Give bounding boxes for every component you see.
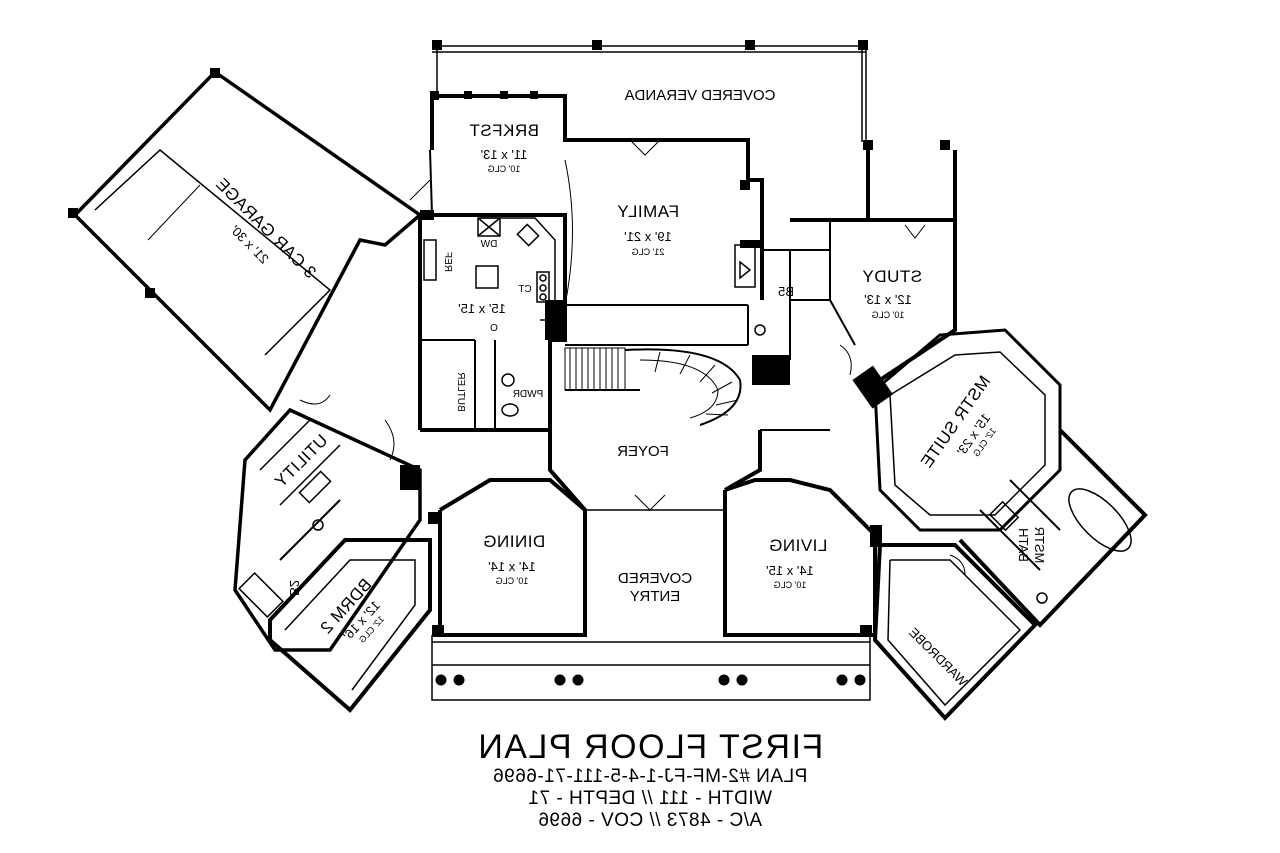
label-study-ceiling: 10' CLG — [872, 310, 905, 320]
label-family-size: 19' x 21' — [624, 229, 672, 244]
label-family: FAMILY — [617, 202, 679, 221]
porch-columns — [435, 674, 866, 686]
label-kitchen-size: 15' x 15' — [458, 301, 506, 316]
label-garage: 3 CAR GARAGE — [212, 174, 320, 282]
label-ref: REF — [442, 252, 453, 272]
label-dw: DW — [480, 239, 497, 250]
label-brkfst-ceiling: 10' CLG — [488, 164, 521, 174]
label-garage-group: 3 CAR GARAGE 21' x 30' — [212, 174, 320, 282]
label-living-size: 14' x 15' — [766, 563, 814, 578]
label-b5: B5 — [778, 284, 794, 299]
label-study-size: 12' x 13' — [864, 292, 912, 307]
label-wardrobe: WARDROBE — [906, 624, 971, 689]
label-mstr-bath-line2: BATH — [1016, 528, 1031, 562]
label-foyer: FOYER — [617, 443, 669, 460]
label-butler: BUTLER — [455, 372, 466, 411]
label-dining: DINING — [483, 532, 546, 551]
label-ct: CT — [518, 284, 531, 295]
label-mstr-suite-group: MSTR SUITE 15' x 23' 12' CLG — [917, 372, 998, 471]
label-study: STUDY — [862, 267, 922, 286]
stair — [564, 347, 742, 426]
label-entry-line1: COVERED — [618, 570, 692, 587]
label-brkfst-size: 11' x 13' — [481, 147, 528, 162]
label-utility: UTILITY — [271, 431, 332, 492]
plan-title: FIRST FLOOR PLAN — [476, 728, 824, 766]
label-dining-size: 14' x 14' — [488, 559, 536, 574]
label-mstr-bath-line1: MSTR — [1032, 527, 1047, 564]
label-brkfst: BRKFST — [469, 121, 539, 140]
plan-line-3: A/C - 4873 // COV - 6696 — [537, 810, 763, 831]
room-labels: COVERED VERANDA BRKFST 11' x 13' 10' CLG… — [212, 87, 1047, 689]
solid-wall-blocks — [68, 68, 893, 637]
label-b2: B2 — [287, 580, 302, 596]
label-mstr-bath-group: MSTR BATH — [1016, 527, 1047, 564]
interior-walls — [279, 149, 1061, 571]
veranda-outline — [432, 45, 867, 142]
fixtures — [238, 244, 1132, 618]
plan-title-block: FIRST FLOOR PLAN PLAN #2-MF-FJ-1-4-5-111… — [470, 728, 830, 832]
plan-line-1: PLAN #2-MF-FJ-1-4-5-111-71-6696 — [492, 766, 808, 787]
door-swings — [299, 139, 966, 576]
label-oven: O — [490, 323, 498, 334]
walls — [68, 40, 1148, 721]
label-dining-ceiling: 10' CLG — [496, 576, 529, 586]
label-entry-line2: ENTRY — [630, 588, 681, 605]
label-family-ceiling: 21' CLG — [632, 247, 665, 257]
label-living: LIVING — [769, 536, 828, 555]
label-veranda: COVERED VERANDA — [625, 87, 776, 104]
plan-line-2: WIDTH - 111 // DEPTH - 71 — [527, 788, 773, 809]
label-pwdr: PWDR — [513, 389, 544, 400]
label-living-ceiling: 10' CLG — [774, 580, 807, 590]
